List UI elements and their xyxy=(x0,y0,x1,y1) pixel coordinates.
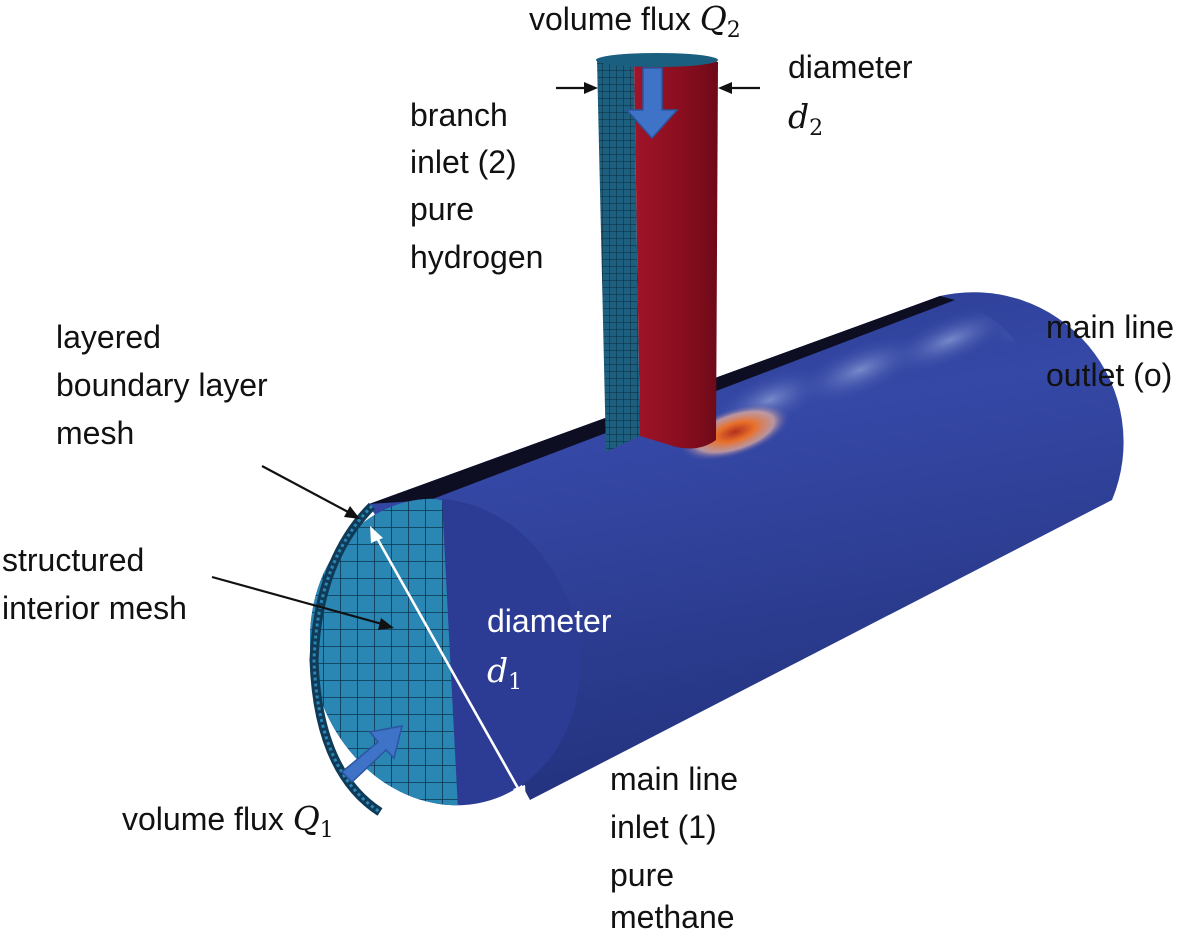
svg-text:inlet (1): inlet (1) xyxy=(610,809,717,845)
junction-hot-spot xyxy=(679,402,791,462)
svg-text:main line: main line xyxy=(610,761,738,797)
top-flux-label: volume flux Q2 xyxy=(529,0,741,43)
interior-mesh-label: structured interior mesh xyxy=(2,542,187,626)
branch-inflow-arrow xyxy=(625,67,679,140)
main-diameter-symbol: d1 xyxy=(487,651,522,695)
outlet-label: main line outlet (o) xyxy=(1046,309,1174,393)
svg-text:branch: branch xyxy=(410,97,508,133)
main-diameter-label: diameter xyxy=(487,603,612,639)
svg-text:structured: structured xyxy=(2,542,144,578)
svg-text:mesh: mesh xyxy=(56,415,134,451)
structured-interior-mesh xyxy=(300,480,458,830)
svg-text:pure: pure xyxy=(610,857,674,893)
top-diameter-symbol: d2 xyxy=(788,97,823,141)
svg-text:methane: methane xyxy=(610,899,735,935)
top-diameter-label: diameter xyxy=(788,49,913,85)
branch-pipe-surface xyxy=(634,55,718,449)
branch-pipe-mesh-side xyxy=(597,58,640,452)
boundary-mesh-label: layered boundary layer mesh xyxy=(56,319,268,451)
bottom-flux-label: volume flux Q1 xyxy=(122,799,334,843)
annotation-pointers xyxy=(211,465,394,630)
branch-diameter-arrows xyxy=(556,82,760,94)
svg-text:outlet (o): outlet (o) xyxy=(1046,357,1172,393)
svg-text:main line: main line xyxy=(1046,309,1174,345)
main-inlet-label: main line inlet (1) pure methane xyxy=(610,761,738,935)
svg-text:boundary layer: boundary layer xyxy=(56,367,268,403)
svg-text:layered: layered xyxy=(56,319,161,355)
svg-text:hydrogen: hydrogen xyxy=(410,239,543,275)
main-diameter-arrow xyxy=(370,526,526,802)
branch-pipe xyxy=(596,53,718,452)
svg-text:pure: pure xyxy=(410,191,474,227)
svg-text:interior mesh: interior mesh xyxy=(2,590,187,626)
svg-text:inlet (2): inlet (2) xyxy=(410,144,517,180)
branch-inlet-label: branch inlet (2) pure hydrogen xyxy=(410,97,543,275)
main-inflow-arrow xyxy=(340,725,404,784)
branch-pipe-top xyxy=(596,53,718,67)
